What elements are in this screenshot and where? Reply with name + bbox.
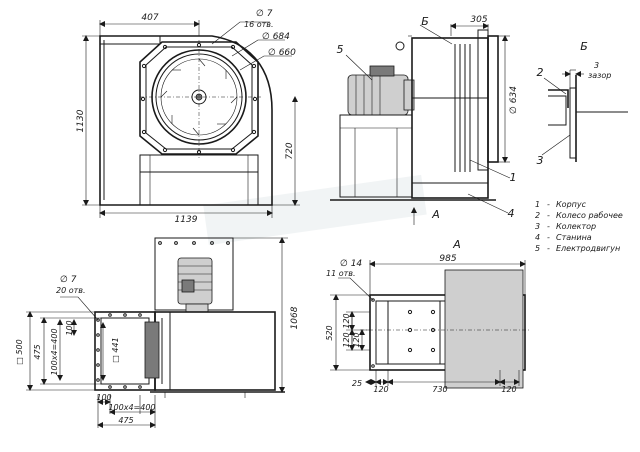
dim-407: 407 bbox=[141, 13, 158, 23]
dim-120-a: 120 bbox=[342, 313, 351, 328]
holes-11: 11 отв. bbox=[326, 269, 356, 278]
bottom-left-view bbox=[26, 237, 288, 428]
legend-item: 3 - Колектор bbox=[535, 222, 596, 231]
legend-text: Колесо рабочее bbox=[556, 211, 623, 220]
dim-305: 305 bbox=[470, 15, 487, 25]
legend-dash: - bbox=[547, 200, 550, 209]
holes-16-label: 16 отв. bbox=[244, 20, 274, 29]
height-720: 720 bbox=[285, 142, 295, 159]
callout-4: 4 bbox=[508, 207, 515, 220]
legend-item: 1 - Корпус bbox=[535, 200, 587, 209]
legend-item: 5 - Електродвигун bbox=[535, 244, 620, 253]
view-a-arrow-label: A bbox=[431, 208, 440, 221]
dim-25: 25 bbox=[352, 379, 362, 388]
legend-number: 4 bbox=[535, 233, 540, 242]
dim-120-d: 120 bbox=[373, 385, 388, 394]
dia-634: ∅ 634 bbox=[509, 86, 519, 114]
legend-number: 3 bbox=[535, 222, 540, 231]
bl-dim-100-v: 100 bbox=[65, 320, 74, 335]
gap-label: зазор bbox=[588, 71, 611, 80]
width-1139: 1139 bbox=[175, 215, 198, 225]
side-view bbox=[330, 23, 511, 225]
height-1130: 1130 bbox=[76, 109, 86, 132]
bl-dim-100x4-h: 100x4=400 bbox=[108, 403, 155, 412]
legend-text: Електродвигун bbox=[556, 244, 620, 253]
bl-holes-20: 20 отв. bbox=[56, 286, 86, 295]
dim-120-b: 120 bbox=[342, 332, 351, 347]
callout-1: 1 bbox=[510, 171, 517, 184]
detail-b-title: Б bbox=[580, 40, 588, 53]
legend-text: Корпус bbox=[556, 200, 587, 209]
legend-text: Колектор bbox=[556, 222, 596, 231]
view-a bbox=[330, 260, 530, 389]
detail-b bbox=[541, 69, 628, 162]
bl-dim-100-h: 100 bbox=[96, 393, 111, 402]
dim-120-e: 120 bbox=[501, 385, 516, 394]
legend-number: 1 bbox=[535, 200, 540, 209]
bl-sq-441: □ 441 bbox=[111, 337, 120, 362]
legend-text: Станина bbox=[556, 233, 592, 242]
bl-sq-500: □ 500 bbox=[15, 339, 24, 364]
front-view bbox=[82, 20, 300, 218]
gap-value: 3 bbox=[594, 61, 599, 70]
detail-callout-2: 2 bbox=[537, 66, 544, 79]
dim-985: 985 bbox=[439, 254, 456, 264]
legend-dash: - bbox=[547, 244, 550, 253]
dia-684-label: ∅ 684 bbox=[262, 32, 290, 42]
legend-number: 5 bbox=[535, 244, 540, 253]
bl-height-1068: 1068 bbox=[290, 306, 300, 329]
legend-dash: - bbox=[547, 211, 550, 220]
hole-d14: ∅ 14 bbox=[340, 259, 362, 269]
legend-dash: - bbox=[547, 222, 550, 231]
dia-660-label: ∅ 660 bbox=[268, 48, 296, 58]
bl-dim-475-v: 475 bbox=[33, 344, 42, 359]
bl-dim-475-h: 475 bbox=[118, 416, 133, 425]
dim-520: 520 bbox=[325, 325, 334, 340]
dim-120-c: 120 bbox=[352, 332, 361, 347]
legend: 1 - Корпус 2 - Колесо рабочее 3 - Колект… bbox=[535, 200, 623, 253]
hole-d7-label: ∅ 7 bbox=[256, 9, 273, 19]
legend-number: 2 bbox=[535, 211, 540, 220]
dim-730: 730 bbox=[432, 385, 447, 394]
detail-callout-3: 3 bbox=[537, 154, 544, 167]
bl-hole-d7: ∅ 7 bbox=[60, 275, 77, 285]
bl-dim-100x4-v: 100x4=400 bbox=[50, 328, 59, 375]
legend-item: 4 - Станина bbox=[535, 233, 592, 242]
section-b-marker: Б bbox=[421, 15, 429, 28]
legend-item: 2 - Колесо рабочее bbox=[535, 211, 623, 220]
watermark bbox=[203, 174, 427, 246]
view-a-title: A bbox=[452, 238, 461, 251]
legend-dash: - bbox=[547, 233, 550, 242]
callout-5: 5 bbox=[337, 43, 344, 56]
